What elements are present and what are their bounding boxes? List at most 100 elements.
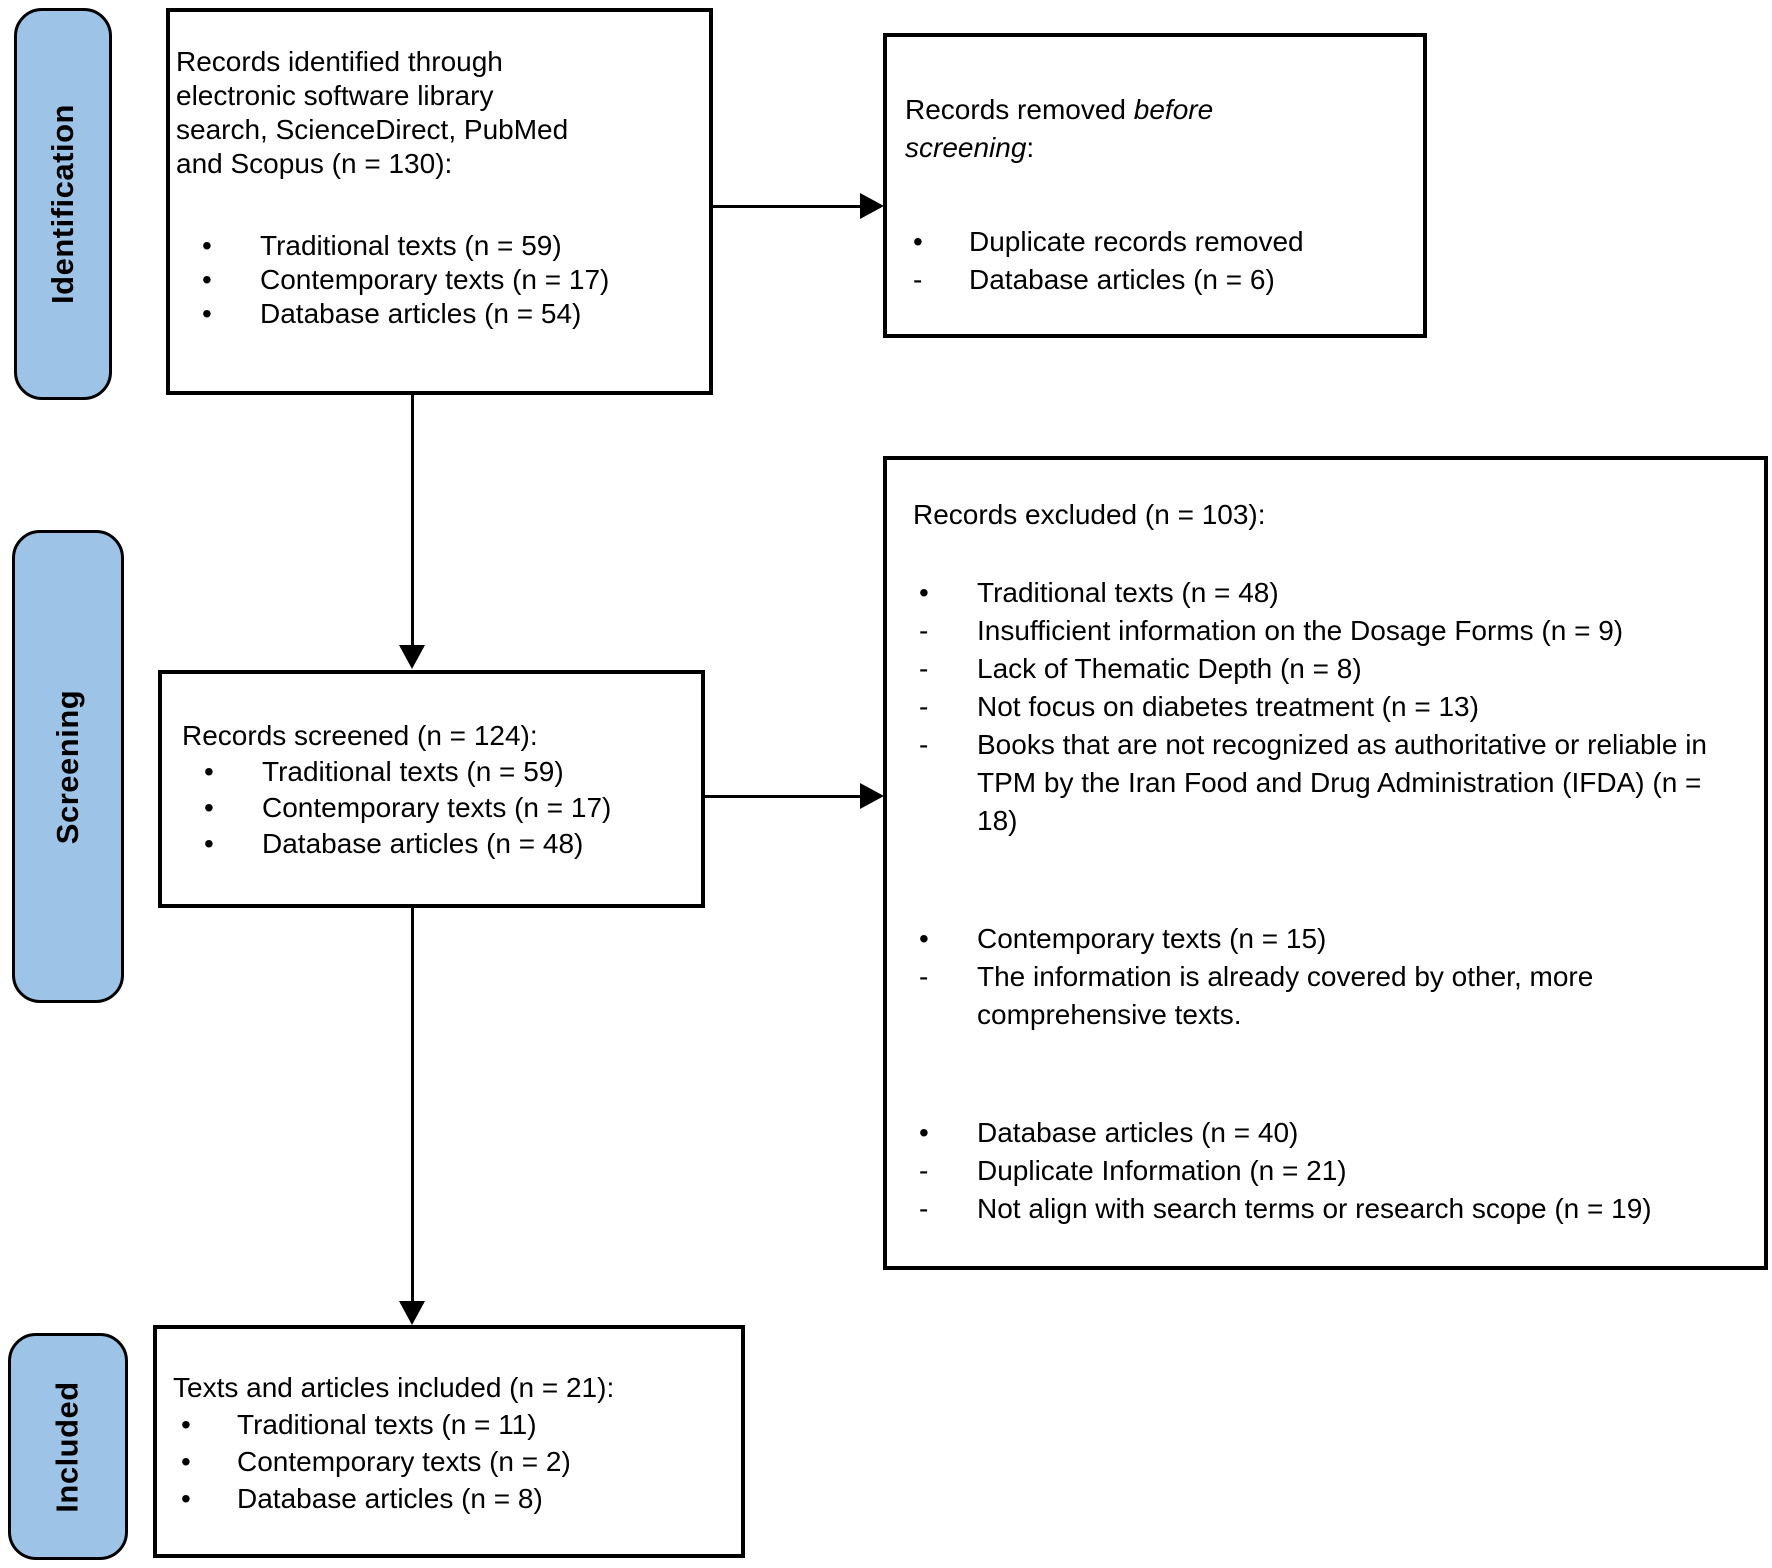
box-title: Records excluded (n = 103):	[913, 499, 1266, 530]
bullet-marker: •	[202, 230, 212, 261]
title-line: search, ScienceDirect, PubMed	[176, 114, 569, 145]
stage-label-text: Identification	[45, 104, 81, 304]
dash-marker: -	[919, 961, 929, 992]
list-item-text: Database articles (n = 8)	[237, 1483, 543, 1514]
list-item: - Database articles (n = 6)	[905, 261, 1413, 299]
bullet-marker: •	[181, 1483, 191, 1514]
excluded-group-database: • Database articles (n = 40) - Duplicate…	[913, 1114, 1744, 1228]
list-item-text: Books that are not recognized as authori…	[977, 729, 1707, 836]
list-item-text: Contemporary texts (n = 17)	[262, 792, 612, 823]
bullet-list: • Traditional texts (n = 11) • Contempor…	[173, 1406, 731, 1517]
bullet-marker: •	[919, 923, 929, 954]
title-line: electronic software library	[176, 80, 494, 111]
list-item: • Contemporary texts (n = 17)	[176, 263, 703, 297]
bullet-marker: •	[181, 1409, 191, 1440]
title-italic-text: screening	[905, 132, 1027, 163]
list-item-text: Duplicate records removed	[969, 226, 1304, 257]
title-line: screening:	[905, 129, 1413, 167]
bullet-list: • Duplicate records removed - Database a…	[905, 223, 1413, 299]
list-item: • Traditional texts (n = 48)	[913, 574, 1744, 612]
bullet-list: • Traditional texts (n = 59) • Contempor…	[176, 229, 703, 331]
list-item-text: Contemporary texts (n = 17)	[260, 264, 610, 295]
dash-marker: -	[919, 615, 929, 646]
list-item: • Duplicate records removed	[905, 223, 1413, 261]
records-screened-box: Records screened (n = 124): • Traditiona…	[158, 670, 705, 908]
list-item: - The information is already covered by …	[913, 958, 1744, 1034]
list-item: - Books that are not recognized as autho…	[913, 726, 1744, 840]
list-item-text: Lack of Thematic Depth (n = 8)	[977, 653, 1362, 684]
arrowhead-identified-to-screened	[399, 645, 425, 669]
arrowhead-identified-to-removed	[860, 193, 884, 219]
dash-marker: -	[919, 1193, 929, 1224]
arrow-screened-to-excluded	[705, 795, 861, 798]
arrowhead-screened-to-excluded	[860, 783, 884, 809]
list-item-text: Contemporary texts (n = 2)	[237, 1446, 571, 1477]
list-item-text: Traditional texts (n = 48)	[977, 577, 1279, 608]
list-item: - Not align with search terms or researc…	[913, 1190, 1744, 1228]
dash-marker: -	[919, 691, 929, 722]
bullet-marker: •	[181, 1446, 191, 1477]
list-item-text: The information is already covered by ot…	[977, 961, 1594, 1030]
list-item-text: Duplicate Information (n = 21)	[977, 1155, 1347, 1186]
list-item: • Database articles (n = 8)	[173, 1480, 731, 1517]
bullet-marker: •	[202, 264, 212, 295]
dash-marker: -	[919, 1155, 929, 1186]
arrow-identified-to-removed	[713, 205, 861, 208]
list-item: • Database articles (n = 54)	[176, 297, 703, 331]
list-item-text: Database articles (n = 54)	[260, 298, 582, 329]
list-item: • Contemporary texts (n = 17)	[182, 790, 691, 826]
list-item: • Contemporary texts (n = 2)	[173, 1443, 731, 1480]
title-italic-text: before	[1133, 94, 1214, 125]
arrowhead-screened-to-included	[399, 1301, 425, 1325]
box-title: Records removed before screening:	[905, 91, 1413, 167]
bullet-list: • Traditional texts (n = 59) • Contempor…	[182, 754, 691, 862]
bullet-marker: •	[204, 756, 214, 787]
bullet-marker: •	[202, 298, 212, 329]
list-item: • Traditional texts (n = 11)	[173, 1406, 731, 1443]
title-line: Records removed before	[905, 91, 1413, 129]
arrow-identified-to-screened	[411, 395, 414, 647]
list-item: • Traditional texts (n = 59)	[176, 229, 703, 263]
list-item-text: Traditional texts (n = 59)	[260, 230, 562, 261]
stage-label-included: Included	[8, 1333, 128, 1560]
list-item: • Traditional texts (n = 59)	[182, 754, 691, 790]
box-title: Records screened (n = 124):	[182, 720, 538, 751]
list-item-text: Insufficient information on the Dosage F…	[977, 615, 1624, 646]
list-item: • Contemporary texts (n = 15)	[913, 920, 1744, 958]
list-item-text: Not align with search terms or research …	[977, 1193, 1652, 1224]
dash-marker: -	[919, 729, 929, 760]
list-item-text: Database articles (n = 40)	[977, 1117, 1299, 1148]
bullet-marker: •	[204, 828, 214, 859]
box-title: Texts and articles included (n = 21):	[173, 1372, 615, 1403]
included-records-box: Texts and articles included (n = 21): • …	[153, 1325, 745, 1558]
stage-label-screening: Screening	[12, 530, 124, 1003]
list-item-text: Database articles (n = 6)	[969, 264, 1275, 295]
list-item-text: Contemporary texts (n = 15)	[977, 923, 1327, 954]
stage-label-identification: Identification	[14, 8, 112, 400]
list-item-text: Not focus on diabetes treatment (n = 13)	[977, 691, 1479, 722]
bullet-marker: •	[913, 226, 923, 257]
stage-label-text: Included	[50, 1380, 86, 1513]
list-item-text: Traditional texts (n = 11)	[237, 1409, 537, 1440]
list-item: - Not focus on diabetes treatment (n = 1…	[913, 688, 1744, 726]
title-line: Records identified through	[176, 46, 503, 77]
arrow-screened-to-included	[411, 908, 414, 1303]
records-removed-box: Records removed before screening: • Dupl…	[883, 33, 1427, 338]
list-item: - Duplicate Information (n = 21)	[913, 1152, 1744, 1190]
title-text: :	[1026, 132, 1035, 163]
dash-marker: -	[919, 653, 929, 684]
records-excluded-box: Records excluded (n = 103): • Traditiona…	[883, 456, 1768, 1270]
list-item: • Database articles (n = 40)	[913, 1114, 1744, 1152]
dash-marker: -	[913, 264, 923, 295]
bullet-marker: •	[919, 1117, 929, 1148]
list-item: • Database articles (n = 48)	[182, 826, 691, 862]
title-line: and Scopus (n = 130):	[176, 148, 453, 179]
title-text: Records removed	[905, 94, 1134, 125]
list-item-text: Database articles (n = 48)	[262, 828, 584, 859]
box-title: Records identified through electronic so…	[176, 45, 703, 181]
list-item-text: Traditional texts (n = 59)	[262, 756, 564, 787]
list-item: - Lack of Thematic Depth (n = 8)	[913, 650, 1744, 688]
bullet-marker: •	[919, 577, 929, 608]
excluded-group-contemporary: • Contemporary texts (n = 15) - The info…	[913, 920, 1744, 1034]
